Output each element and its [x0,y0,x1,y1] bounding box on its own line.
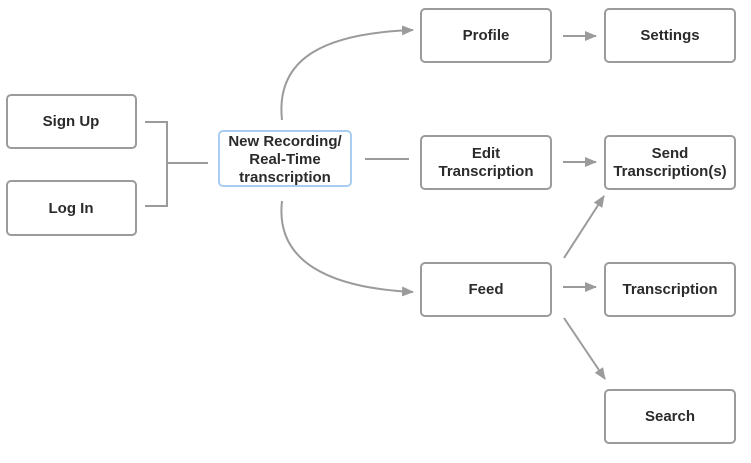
node-search[interactable]: Search [604,389,736,444]
node-label-line: Log In [49,200,94,217]
node-label-line: Send [652,145,689,162]
node-label-line: Transcription(s) [613,163,726,180]
connector-feed-to-send [563,195,605,259]
connector-feed-to-search [563,317,606,380]
connector-new-recording-to-feed [280,200,414,297]
connector-new-recording-to-profile [280,25,414,121]
node-label-line: Feed [468,281,503,298]
node-settings-label: Settings [640,27,699,44]
node-feed[interactable]: Feed [420,262,552,317]
node-search-label: Search [645,408,695,425]
node-label-line: Edit [472,145,500,162]
node-profile-label: Profile [463,27,510,44]
node-settings[interactable]: Settings [604,8,736,63]
node-log-in-label: Log In [49,200,94,217]
node-feed-label: Feed [468,281,503,298]
node-log-in[interactable]: Log In [6,180,137,236]
node-transcription-label: Transcription [622,281,717,298]
node-label-line: Transcription [622,281,717,298]
node-label-line: Sign Up [43,113,100,130]
node-label-line: Transcription [438,163,533,180]
node-label-line: Settings [640,27,699,44]
connectors [145,25,606,380]
node-label-line: Search [645,408,695,425]
node-label-line: New Recording/ [228,133,342,150]
node-sign-up-label: Sign Up [43,113,100,130]
connector-login-bracket [145,163,168,207]
node-profile[interactable]: Profile [420,8,552,63]
node-label-line: transcription [239,169,331,186]
connector-signup-bracket [145,121,168,163]
node-label-line: Real-Time [249,151,320,168]
node-label-line: Profile [463,27,510,44]
node-transcription[interactable]: Transcription [604,262,736,317]
node-sign-up[interactable]: Sign Up [6,94,137,149]
